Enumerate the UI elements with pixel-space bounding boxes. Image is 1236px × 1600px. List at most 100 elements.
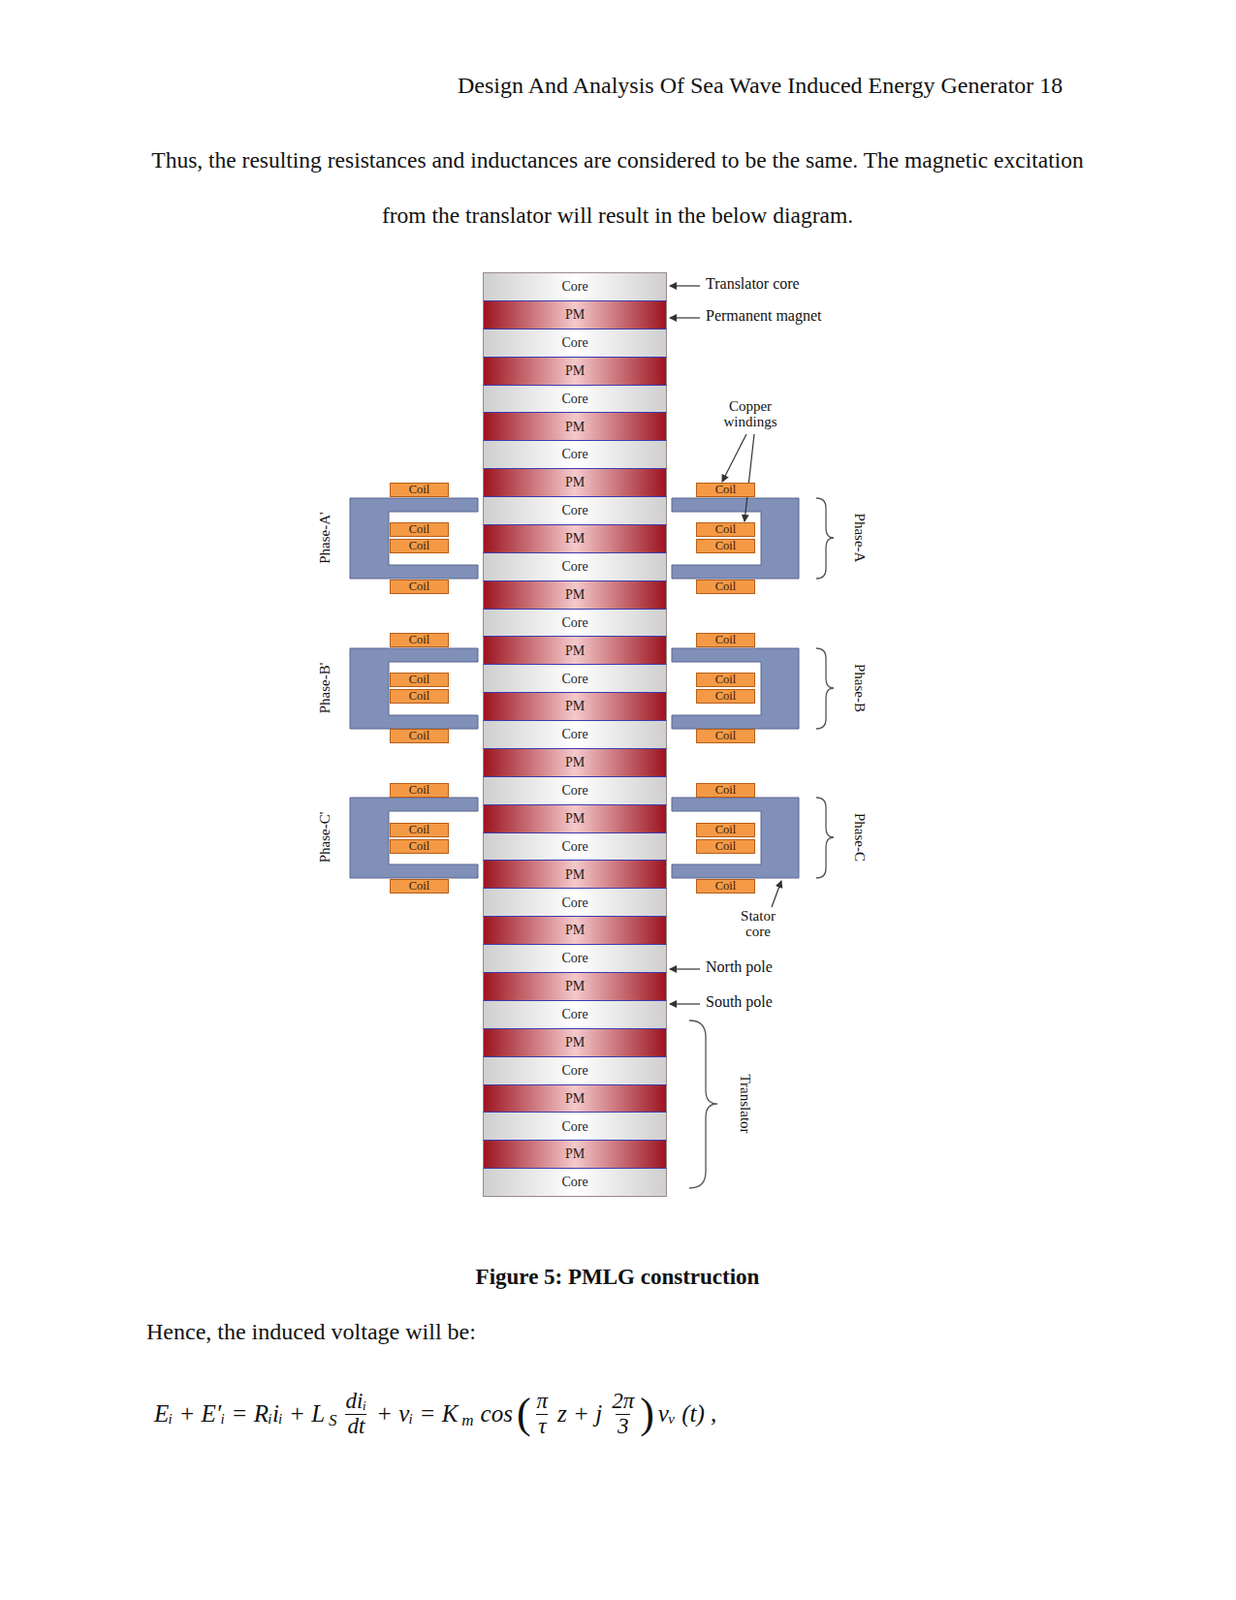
node-text: Coil (409, 823, 431, 838)
translator-core-band: Core (482, 1056, 667, 1085)
equation-part: 3 (615, 1414, 632, 1439)
translator-core-band: Core (482, 664, 667, 693)
node-text: Core (561, 559, 588, 575)
coil-box: Coil (696, 879, 756, 894)
translator-core-band: Core (482, 552, 667, 581)
leader-line (669, 285, 782, 1005)
node-text: Core (561, 783, 588, 799)
node-text: Core (561, 671, 588, 688)
phase-brace (689, 498, 834, 1189)
coil-box: Coil (389, 879, 449, 894)
permanent-magnet-band: PM (482, 692, 667, 721)
coil-box: Coil (696, 538, 756, 554)
coil-box: Coil (389, 538, 449, 554)
coil-box: Coil (389, 783, 449, 798)
permanent-magnet-band: PM (482, 580, 667, 609)
coil-box: Coil (389, 823, 449, 838)
equation-part: S (328, 1411, 338, 1431)
phase-label: Phase-A' (316, 511, 334, 565)
node-text: Core (561, 1174, 588, 1191)
node-text: PM (565, 1146, 585, 1163)
equation-part: z + j (557, 1400, 603, 1428)
node-text: Core (561, 727, 588, 743)
node-text: Coil (715, 728, 737, 744)
part-label: Copper windings (711, 399, 790, 431)
translator-core-band: Core (482, 1111, 667, 1141)
part-label: South pole (705, 993, 773, 1012)
permanent-magnet-band: PM (482, 635, 667, 665)
part-label: North pole (705, 958, 773, 977)
translator-core-band: Core (482, 1168, 667, 1197)
fraction: 2π3 (609, 1390, 636, 1438)
permanent-magnet-band: PM (482, 300, 667, 329)
node-text: Coil (409, 633, 431, 648)
equation-part: ) (639, 1393, 655, 1436)
coil-box: Coil (389, 839, 449, 855)
translator-core-band: Core (482, 272, 667, 301)
node-text: PM (565, 811, 585, 827)
node-text: PM (565, 1091, 585, 1108)
coil-box: Coil (389, 482, 449, 498)
equation: Eᵢ + E′ᵢ = Rᵢiᵢ + LSdiᵢdt+ vᵢ = Kmcos(πτ… (150, 1386, 721, 1443)
coil-box: Coil (696, 689, 756, 704)
node-text: Core (561, 503, 588, 519)
coil-box: Coil (696, 783, 756, 798)
node-text: PM (565, 698, 585, 715)
node-text: PM (565, 867, 585, 884)
node-text: Coil (715, 672, 737, 688)
running-header: Design And Analysis Of Sea Wave Induced … (457, 72, 1063, 99)
stator-core (349, 498, 799, 879)
node-text: Coil (715, 482, 737, 498)
node-text: Core (561, 839, 588, 856)
part-label: Translator core (705, 275, 800, 293)
translator-core-band: Core (482, 1000, 667, 1029)
coil-box: Coil (389, 672, 449, 688)
equation-part: cos (480, 1400, 513, 1428)
coil-box: Coil (389, 522, 449, 538)
node-text: Coil (409, 783, 431, 798)
coil-box: Coil (696, 482, 756, 498)
translator-core-band: Core (482, 608, 667, 637)
equation-part: + vᵢ = K (376, 1400, 458, 1428)
permanent-magnet-band: PM (482, 972, 667, 1001)
node-text: Core (561, 1119, 588, 1136)
node-text: Core (561, 391, 588, 408)
node-text: PM (565, 587, 585, 603)
node-text: Coil (715, 538, 737, 554)
permanent-magnet-band: PM (482, 524, 667, 553)
coil-box: Coil (696, 839, 756, 855)
equation-part: τ (536, 1414, 548, 1439)
equation-part: ( (516, 1393, 532, 1436)
node-text: Coil (715, 579, 737, 595)
coil-box: Coil (389, 689, 449, 704)
translator-core-band: Core (482, 720, 667, 749)
node-text: Core (561, 615, 588, 632)
node-text: PM (565, 419, 585, 436)
phase-label: Phase-B' (316, 663, 334, 715)
node-text: PM (565, 531, 585, 547)
node-text: PM (565, 979, 585, 995)
permanent-magnet-band: PM (482, 468, 667, 497)
equation-part: dt (345, 1414, 367, 1439)
equation-part: Eᵢ + E′ᵢ = Rᵢiᵢ + L (154, 1400, 325, 1428)
coil-box: Coil (389, 633, 449, 648)
body-paragraph: Thus, the resulting resistances and indu… (132, 132, 1103, 244)
coil-box: Coil (696, 633, 756, 648)
equation-part: diᵢ (344, 1390, 370, 1414)
equation-part: 2π (609, 1390, 636, 1414)
coil-box: Coil (696, 579, 756, 595)
node-text: Core (561, 335, 588, 351)
node-text: Core (561, 895, 588, 912)
permanent-magnet-band: PM (482, 1084, 667, 1113)
part-label: Translator (736, 1074, 754, 1134)
fraction: πτ (535, 1390, 551, 1438)
node-text: Coil (715, 522, 737, 538)
fraction: diᵢdt (344, 1390, 370, 1438)
equation-part: m (461, 1411, 474, 1431)
equation-part: vᵥ (t) , (658, 1400, 717, 1428)
node-text: PM (565, 475, 585, 491)
permanent-magnet-band: PM (482, 916, 667, 945)
node-text: Coil (715, 839, 737, 855)
node-text: PM (565, 755, 585, 771)
